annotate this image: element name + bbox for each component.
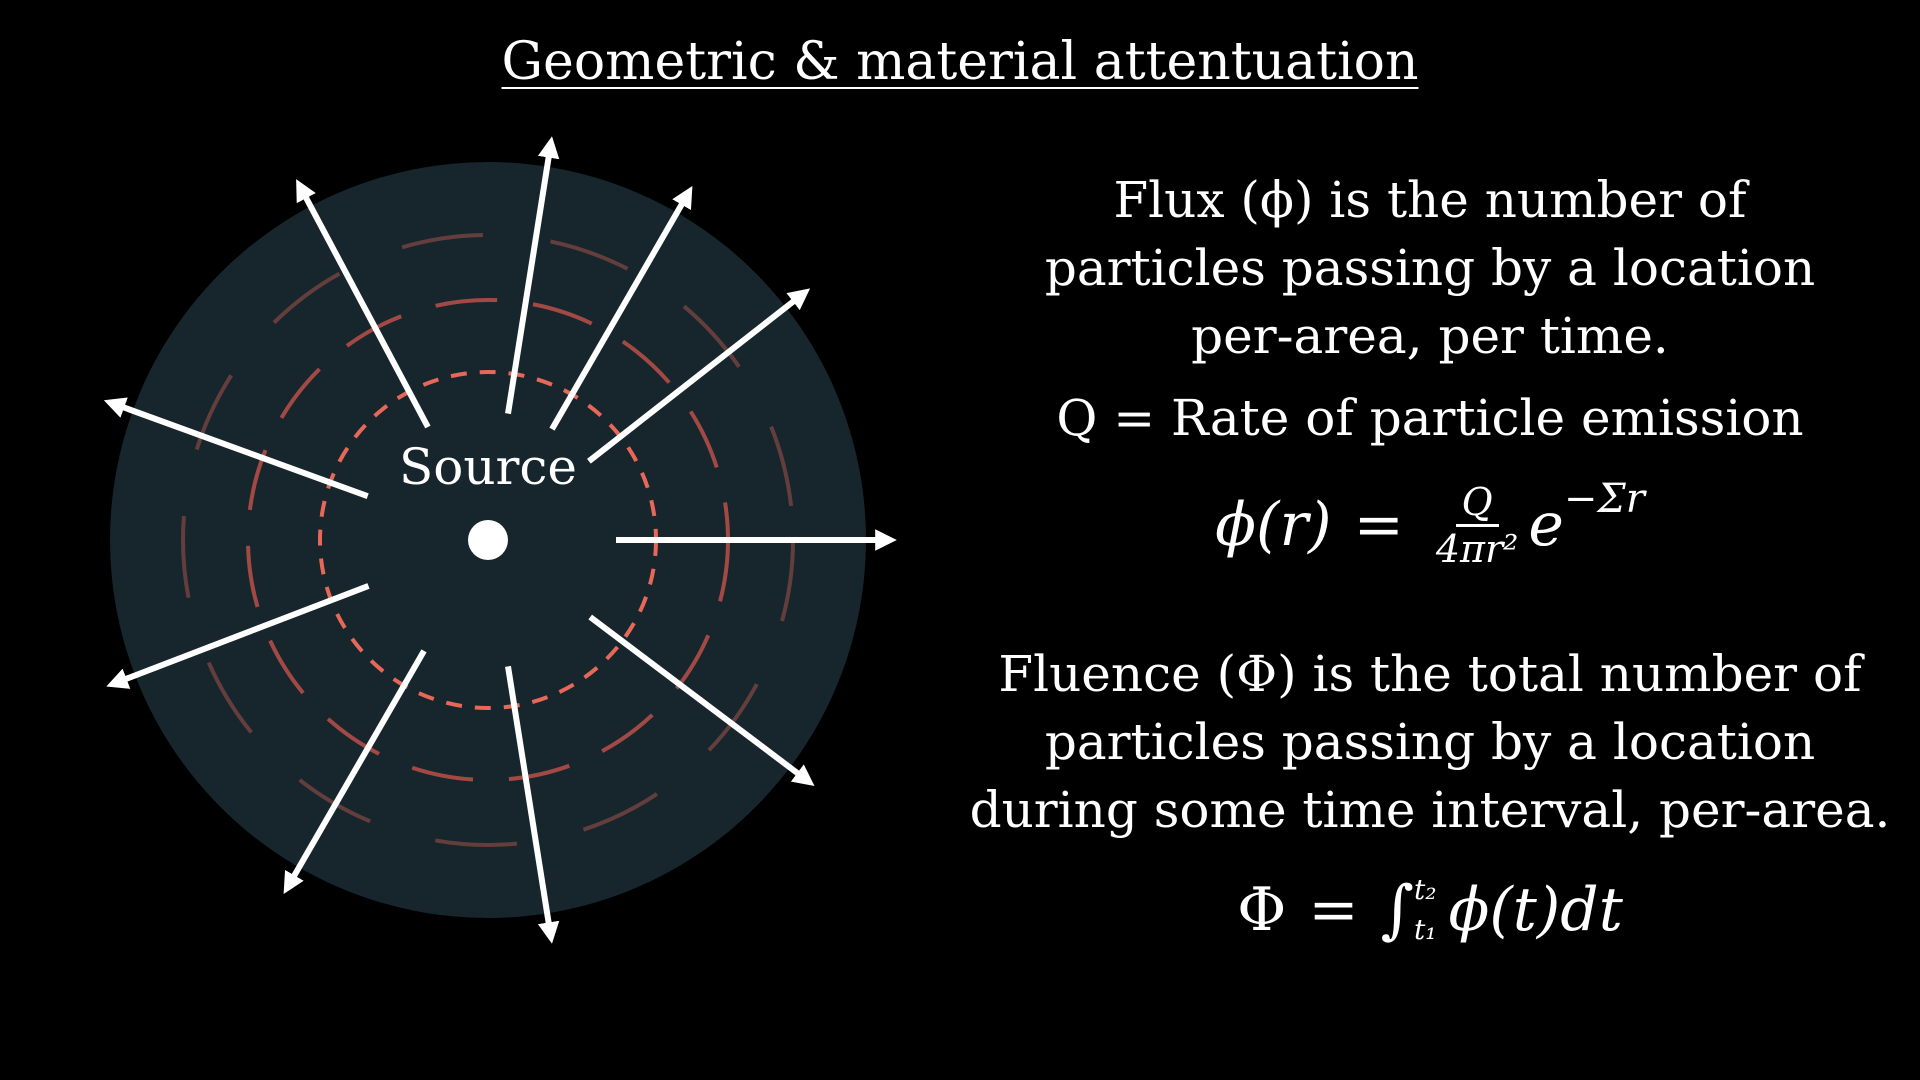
particle-arrow bbox=[588, 614, 815, 786]
emission-rate-definition: Q = Rate of particle emission bbox=[1056, 389, 1804, 447]
flux-equation: ϕ(r) = Q 4πr² e −Σr bbox=[960, 470, 1900, 580]
particle-arrow bbox=[296, 179, 431, 429]
flux-line: per-area, per time. bbox=[1191, 307, 1669, 365]
particle-arrow bbox=[283, 649, 427, 895]
flux-definition: Flux (ϕ) is the number of particles pass… bbox=[960, 166, 1900, 370]
flux-line: Flux (ϕ) is the number of bbox=[1113, 171, 1747, 229]
particle-arrow bbox=[103, 397, 369, 500]
fluence-line: particles passing by a location bbox=[1044, 713, 1816, 771]
fraction-numerator: Q bbox=[1455, 480, 1499, 527]
exponential-base: e bbox=[1528, 490, 1564, 560]
flux-lhs: ϕ(r) bbox=[1215, 490, 1332, 560]
equals-sign: = bbox=[1353, 490, 1404, 560]
flux-line: particles passing by a location bbox=[1044, 239, 1816, 297]
particle-arrow bbox=[505, 136, 560, 415]
fluence-definition: Fluence (Φ) is the total number of parti… bbox=[960, 640, 1900, 844]
inverse-square-fraction: Q 4πr² bbox=[1430, 480, 1525, 571]
source-label: Source bbox=[399, 438, 577, 496]
upper-limit: t₂ bbox=[1413, 873, 1437, 906]
fluence-line: during some time interval, per-area. bbox=[969, 781, 1891, 839]
integrand: ϕ(t)dt bbox=[1448, 875, 1623, 945]
source-point bbox=[468, 520, 508, 560]
particle-arrow bbox=[549, 185, 693, 431]
attenuation-exponent: −Σr bbox=[1563, 476, 1645, 522]
fluence-lhs: Φ bbox=[1237, 875, 1287, 945]
source-diagram: Source bbox=[103, 136, 897, 944]
time-integral: ∫ t₂ t₁ bbox=[1381, 870, 1449, 950]
particle-arrows bbox=[103, 136, 897, 944]
particle-arrow bbox=[505, 665, 560, 944]
particle-arrow bbox=[587, 288, 811, 464]
fraction-denominator: 4πr² bbox=[1435, 526, 1519, 571]
lower-limit: t₁ bbox=[1413, 913, 1437, 946]
slide-title: Geometric & material attentuation bbox=[501, 32, 1419, 92]
fluence-line: Fluence (Φ) is the total number of bbox=[998, 645, 1862, 703]
fluence-equation: Φ = ∫ t₂ t₁ ϕ(t)dt bbox=[960, 860, 1900, 960]
equals-sign: = bbox=[1308, 875, 1359, 945]
particle-arrow bbox=[106, 583, 370, 689]
integral-limits: t₂ t₁ bbox=[1414, 870, 1436, 950]
integral-sign: ∫ bbox=[1380, 873, 1414, 947]
